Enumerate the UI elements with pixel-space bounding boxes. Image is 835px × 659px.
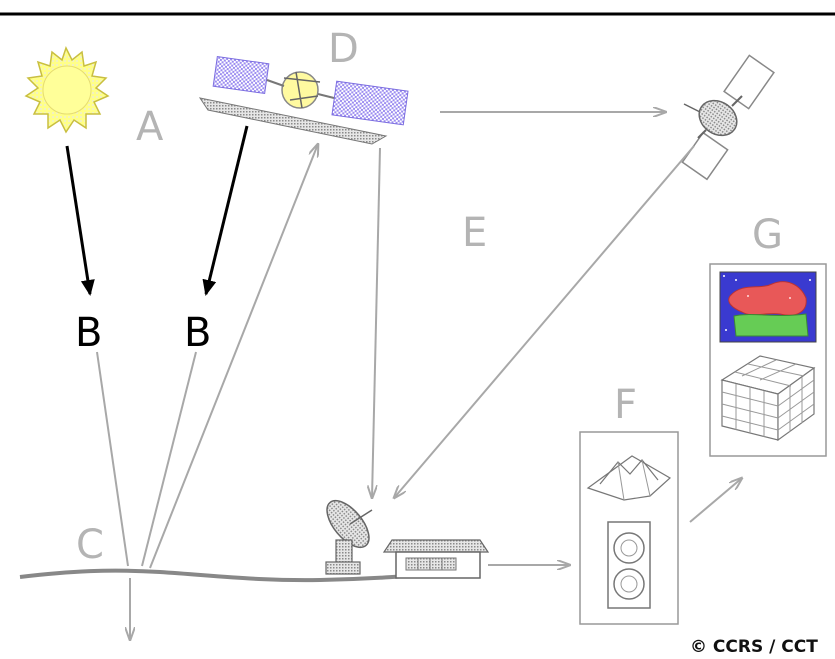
satellite-downlink-arrow xyxy=(372,147,381,498)
label-c: C xyxy=(76,522,104,568)
3d-grid-icon xyxy=(720,355,816,442)
dish-antenna-icon xyxy=(325,499,373,575)
label-e: E xyxy=(462,210,487,256)
reflected-energy-arrow xyxy=(149,144,318,569)
imaging-satellite-icon xyxy=(198,55,409,145)
label-b-left: B xyxy=(75,310,102,356)
b-right-to-ground-line xyxy=(141,351,197,567)
relay-downlink-arrow xyxy=(394,145,695,498)
sun-icon xyxy=(24,46,110,134)
copyright-notice: © CCRS / CCT xyxy=(690,637,818,657)
thematic-map-icon xyxy=(719,271,817,343)
terrain-model-icon xyxy=(586,455,672,501)
processing-panel xyxy=(579,431,679,625)
relay-satellite-icon xyxy=(681,54,775,181)
label-a: A xyxy=(136,104,164,150)
ground-station-icon xyxy=(382,539,490,579)
label-f: F xyxy=(614,382,637,428)
film-reels-icon xyxy=(607,521,651,609)
label-g: G xyxy=(752,212,783,258)
processing-to-application-arrow xyxy=(689,478,742,523)
label-d: D xyxy=(328,26,359,72)
label-b-right: B xyxy=(184,310,211,356)
satellite-to-b-arrow xyxy=(202,125,249,296)
b-left-to-ground-line xyxy=(96,351,129,567)
application-panel xyxy=(709,263,827,457)
sun-to-b-arrow xyxy=(65,145,95,296)
